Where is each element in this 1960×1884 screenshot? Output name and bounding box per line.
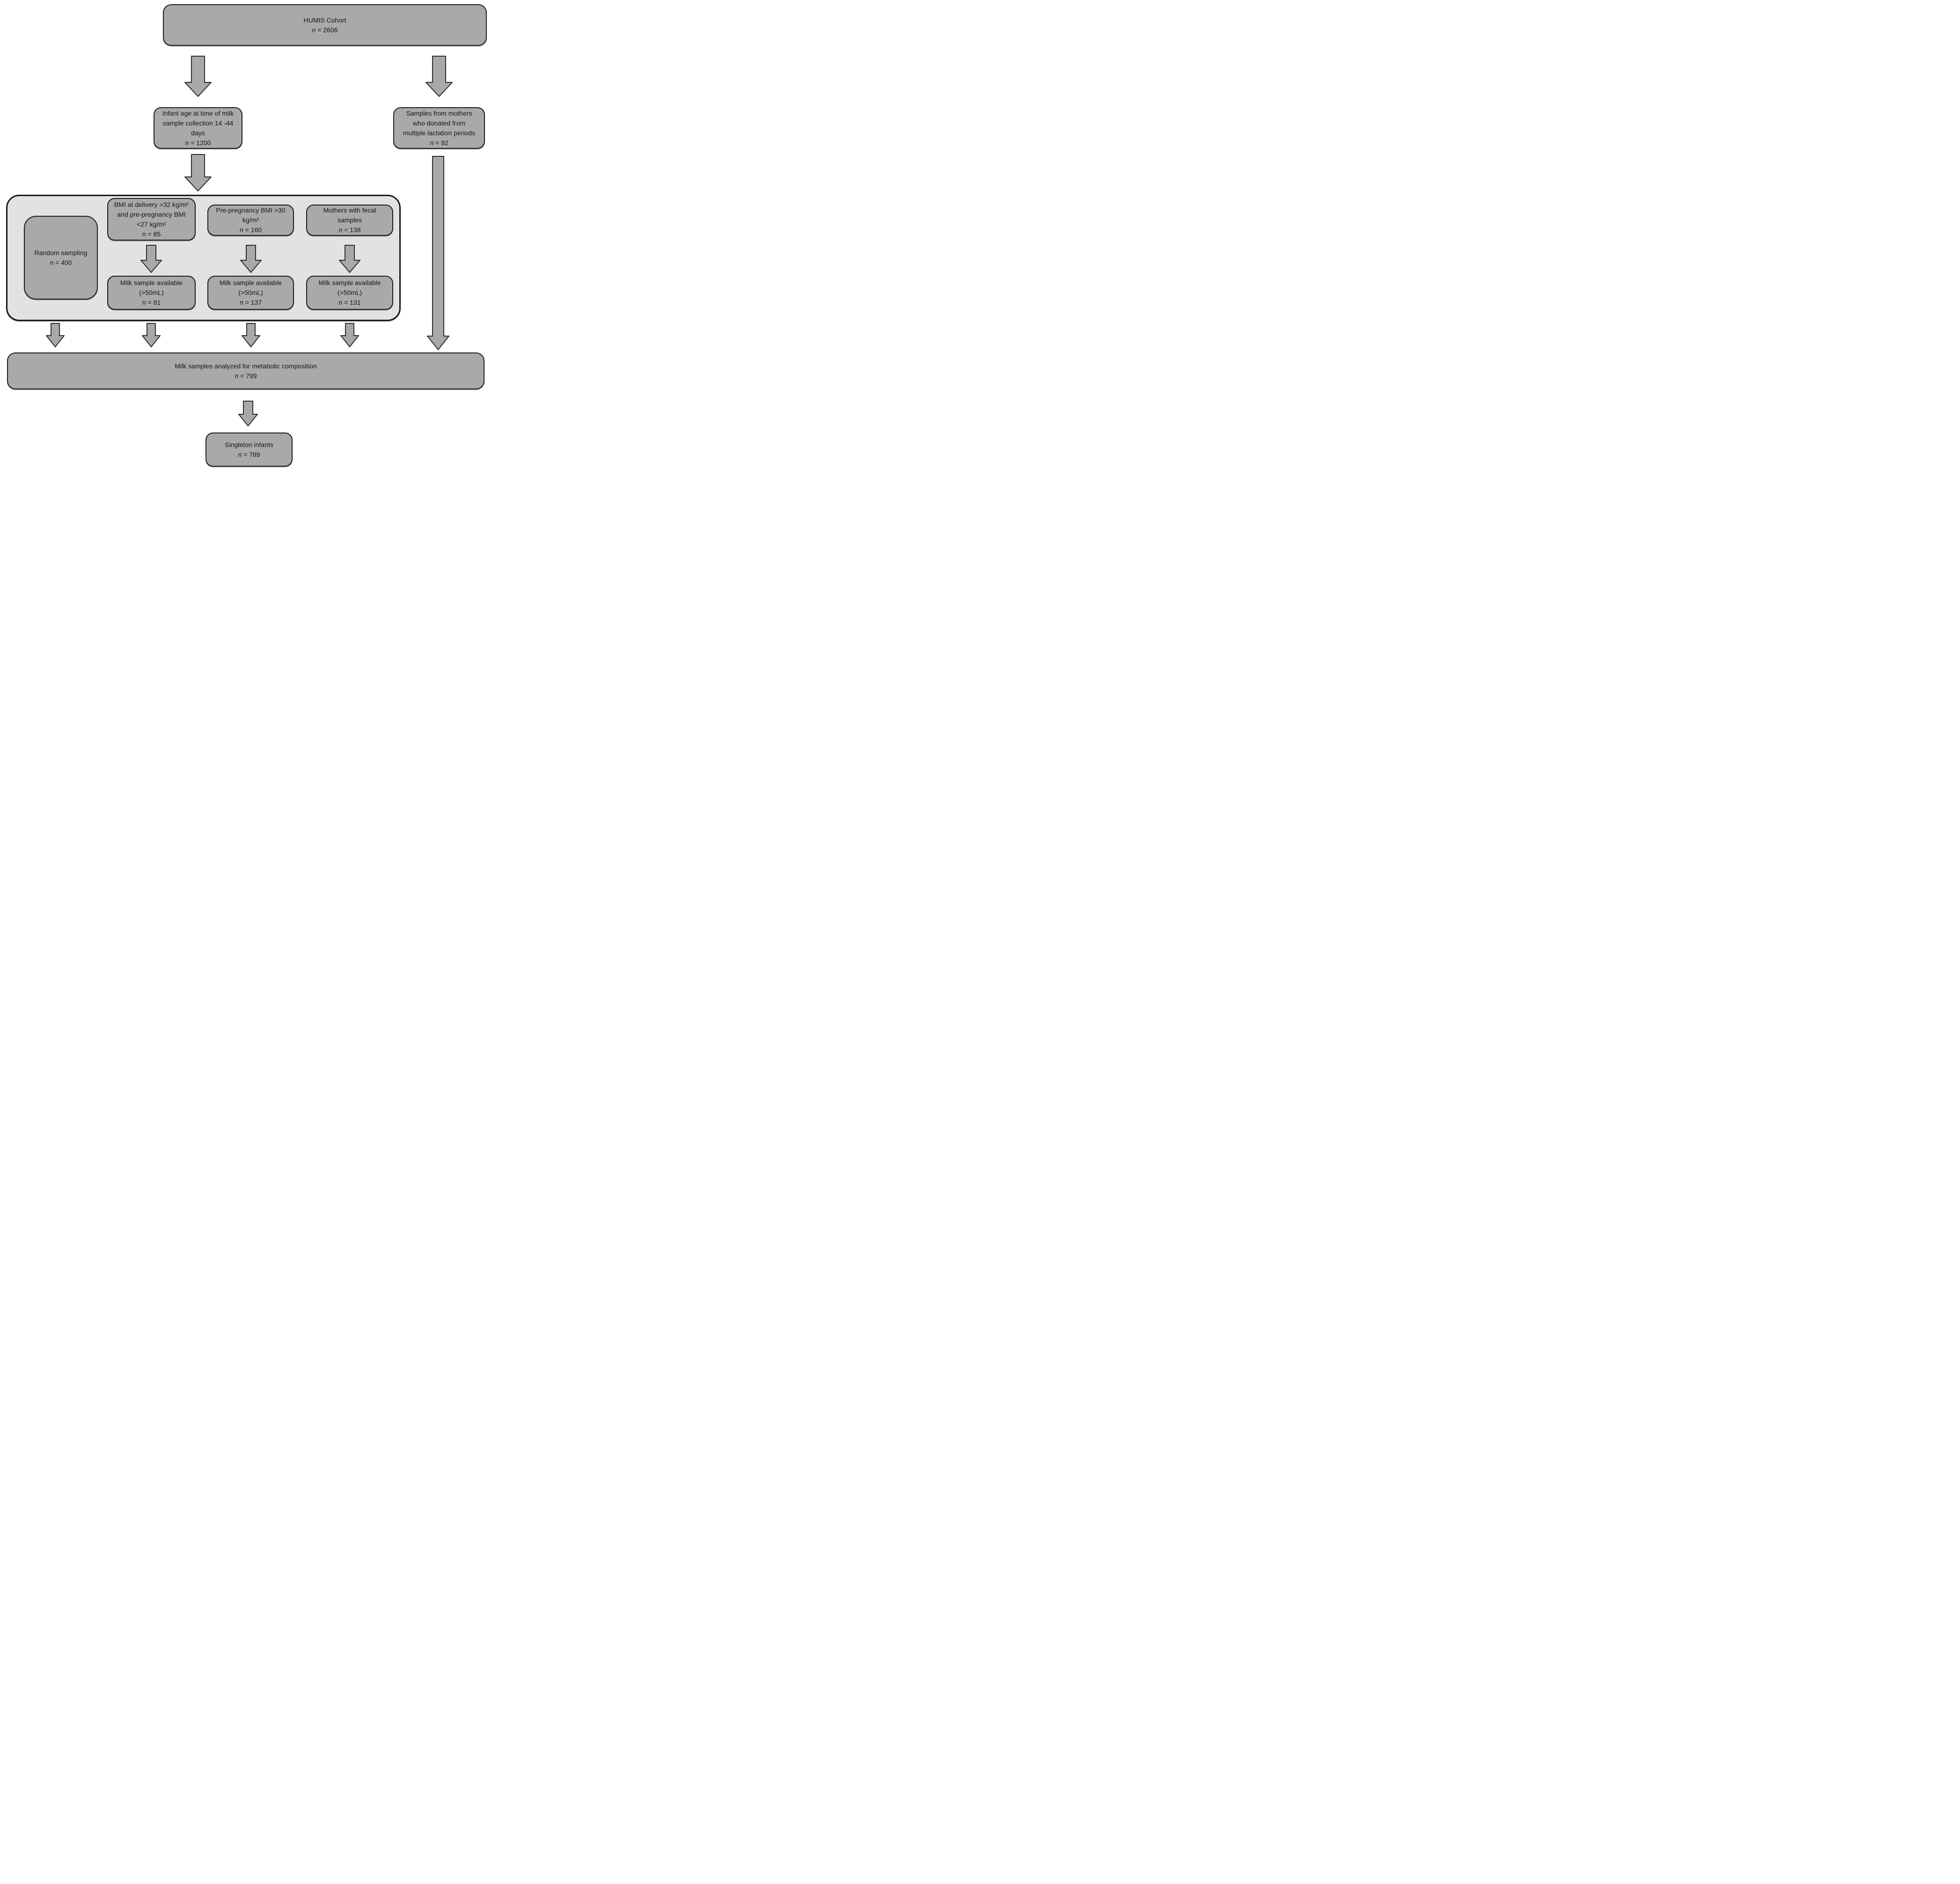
node-label: HUMIS Cohort <box>303 16 346 24</box>
node-count: n = 160 <box>239 226 262 234</box>
node-label: Milk sample available (>50mL) <box>120 279 183 296</box>
node-random-sampling: Random sampling n = 400 <box>24 216 98 300</box>
node-count: n = 799 <box>235 372 257 380</box>
flow-diagram: HUMIS Cohort n = 2606 Infant age at time… <box>0 0 490 471</box>
node-label: Singleton infants <box>225 440 273 448</box>
arrow-humis-to-infant-age-icon <box>184 56 212 97</box>
node-count: n = 2606 <box>312 26 338 34</box>
node-milk-available-1: Milk sample available (>50mL) n = 81 <box>107 276 196 310</box>
node-label: Random sampling <box>34 249 88 257</box>
node-count: n = 92 <box>430 139 448 147</box>
node-count: n = 138 <box>338 226 361 234</box>
node-milk-available-2: Milk sample available (>50mL) n = 137 <box>207 276 294 310</box>
node-milk-available-3: Milk sample available (>50mL) n = 131 <box>306 276 393 310</box>
node-infant-age: Infant age at time of milk sample collec… <box>154 107 242 149</box>
node-count: n = 81 <box>142 299 161 306</box>
arrow-multiple-lactation-to-analyzed-icon <box>427 156 449 350</box>
node-count: n = 400 <box>50 258 72 266</box>
arrow-humis-to-multiple-lactation-icon <box>426 56 453 97</box>
arrow-random-to-analyzed-icon <box>46 323 65 347</box>
node-prepregnancy-bmi: Pre-pregnancy BMI >30 kg/m² n = 160 <box>207 205 294 236</box>
arrow-fecal-to-milk3-icon <box>339 245 360 273</box>
arrow-milk3-to-analyzed-icon <box>340 323 359 347</box>
node-label: Milk sample available (>50mL) <box>318 279 381 296</box>
node-count: n = 131 <box>338 299 361 306</box>
node-label: Mothers with fecal samples <box>323 206 376 224</box>
node-label: Milk samples analyzed for metabolic comp… <box>175 362 317 370</box>
node-label: BMI at delivery >32 kg/m² and pre-pregna… <box>114 200 189 228</box>
node-bmi-delivery: BMI at delivery >32 kg/m² and pre-pregna… <box>107 198 196 241</box>
node-fecal-samples: Mothers with fecal samples n = 138 <box>306 205 393 236</box>
node-humis-cohort: HUMIS Cohort n = 2606 <box>163 4 487 46</box>
arrow-bmi-to-milk1-icon <box>140 245 162 273</box>
arrow-milk1-to-analyzed-icon <box>142 323 161 347</box>
node-count: n = 1200 <box>185 139 211 147</box>
node-label: Milk sample available (>50mL) <box>219 279 282 296</box>
arrow-prepregnancy-to-milk2-icon <box>240 245 262 273</box>
node-count: n = 85 <box>142 230 161 238</box>
arrow-infant-age-to-groups-icon <box>184 154 212 191</box>
node-label: Infant age at time of milk sample collec… <box>162 109 234 137</box>
node-analyzed: Milk samples analyzed for metabolic comp… <box>7 352 484 389</box>
arrow-milk2-to-analyzed-icon <box>242 323 260 347</box>
node-label: Samples from mothers who donated from mu… <box>403 109 476 137</box>
arrow-analyzed-to-singleton-icon <box>238 401 258 426</box>
node-count: n = 789 <box>238 450 260 458</box>
node-count: n = 137 <box>239 299 262 306</box>
node-label: Pre-pregnancy BMI >30 kg/m² <box>216 206 286 224</box>
node-multiple-lactation: Samples from mothers who donated from mu… <box>393 107 485 149</box>
node-singleton-infants: Singleton infants n = 789 <box>206 433 293 467</box>
